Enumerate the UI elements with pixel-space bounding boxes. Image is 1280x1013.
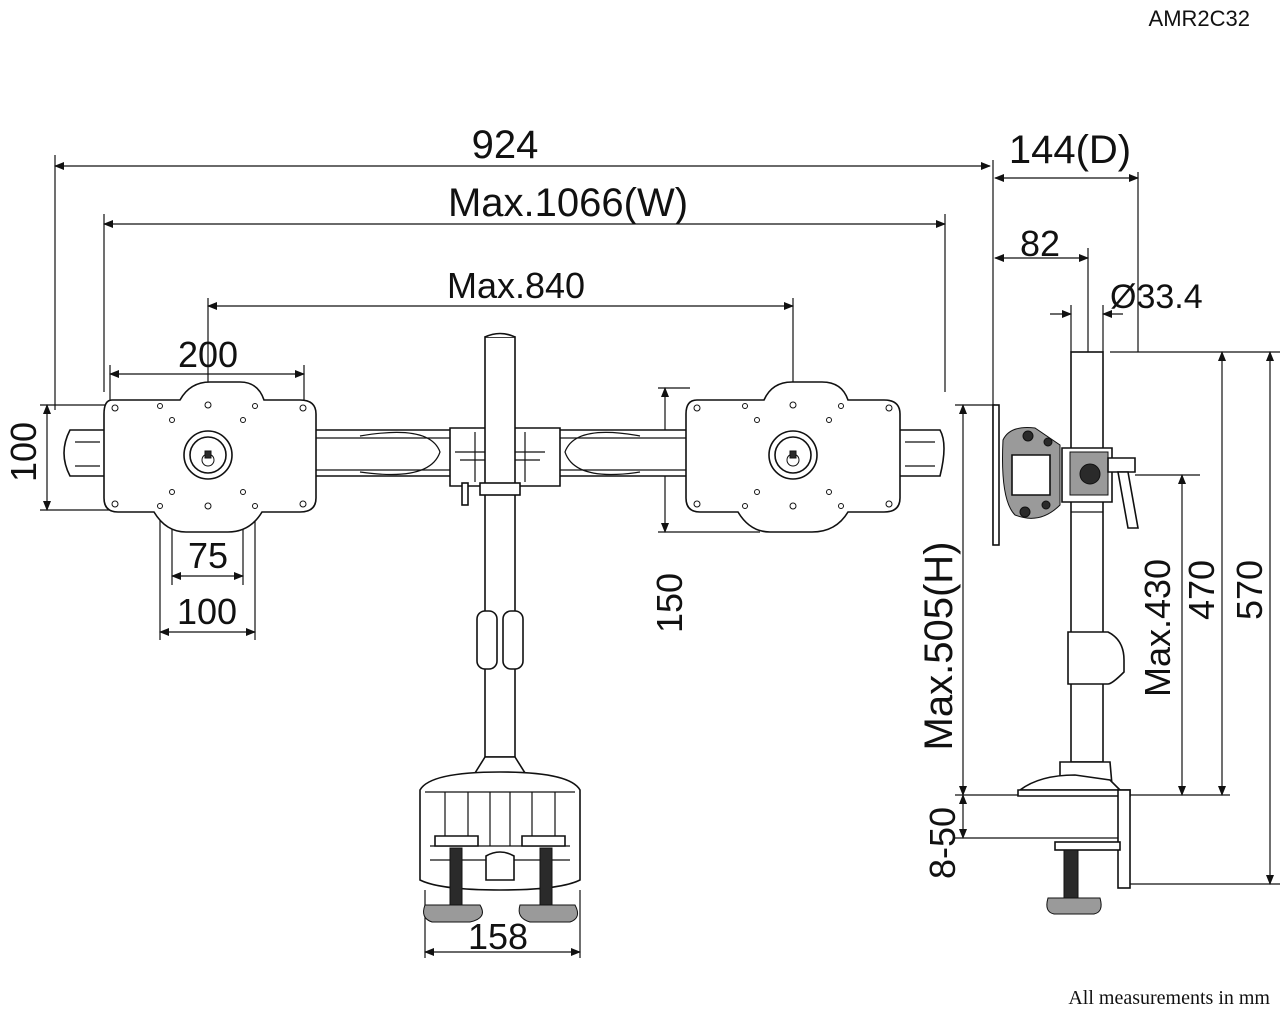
- label-470: 470: [1181, 560, 1222, 620]
- label-max-430: Max.430: [1137, 559, 1178, 697]
- model-code: AMR2C32: [1149, 6, 1250, 31]
- label-100-v: 100: [3, 422, 44, 482]
- pole: [484, 336, 516, 758]
- left-vesa-plate: [103, 381, 317, 533]
- footnote: All measurements in mm: [1068, 987, 1270, 1009]
- side-pole: [1070, 351, 1104, 763]
- side-view: 144(D) 82 Ø33.4 Max.505(H) 8-50 Max.430 …: [917, 128, 1280, 915]
- side-arm-clamp: [1061, 447, 1139, 529]
- label-100-h: 100: [177, 591, 237, 632]
- label-158: 158: [468, 916, 528, 957]
- label-diameter: Ø33.4: [1110, 278, 1203, 316]
- right-vesa-plate: [685, 381, 901, 533]
- side-pole-collar: [1067, 631, 1125, 685]
- front-view: 924 Max.1066(W) Max.840 200 100 75 100 1…: [3, 123, 991, 958]
- label-144-d: 144(D): [1009, 128, 1131, 172]
- label-150: 150: [649, 573, 690, 633]
- label-200: 200: [178, 334, 238, 375]
- label-max-505: Max.505(H): [917, 542, 961, 751]
- label-570: 570: [1229, 560, 1270, 620]
- side-tilt-head: [1002, 427, 1061, 519]
- label-8-50: 8-50: [922, 807, 963, 879]
- label-924: 924: [472, 123, 539, 167]
- label-82: 82: [1020, 223, 1060, 264]
- label-max-840: Max.840: [447, 265, 585, 306]
- front-desk-clamp: [419, 756, 581, 923]
- side-mount-plate: [992, 404, 1000, 546]
- side-desk-clamp: [1017, 761, 1131, 915]
- label-max-1066: Max.1066(W): [448, 181, 688, 225]
- label-75: 75: [188, 535, 228, 576]
